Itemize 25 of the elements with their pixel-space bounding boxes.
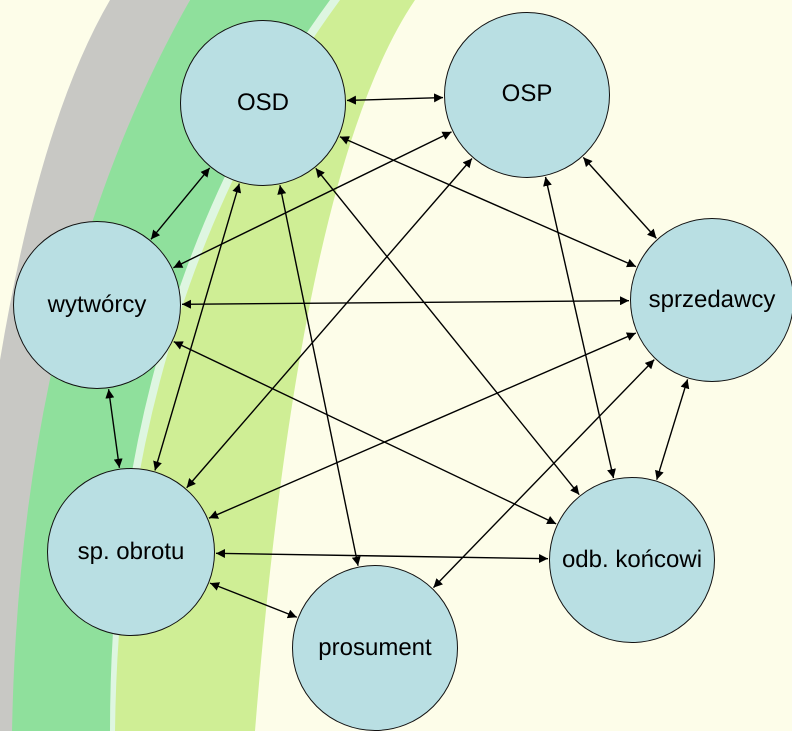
double-arrow (210, 582, 298, 618)
double-arrow (432, 359, 655, 588)
double-arrow (186, 158, 473, 488)
double-arrow (105, 389, 123, 468)
double-arrow (277, 185, 361, 566)
entity-label: sprzedawcy (648, 286, 776, 314)
entity-label: odb. końcowi (562, 546, 702, 574)
double-arrow (173, 340, 556, 524)
double-arrow (346, 93, 444, 105)
entity-label: OSD (236, 89, 289, 117)
double-arrow (655, 379, 690, 480)
entity-label: OSP (502, 80, 552, 108)
double-arrow (315, 168, 580, 496)
double-arrow (340, 136, 636, 268)
double-arrow (582, 156, 657, 239)
entity-label: wytwórcy (48, 291, 146, 319)
entity-label: prosument (318, 634, 432, 662)
double-arrow (150, 167, 210, 240)
double-arrow (216, 549, 548, 564)
entity-label: sp. obrotu (78, 538, 184, 566)
double-arrow (173, 131, 452, 268)
double-arrow (153, 183, 242, 471)
double-arrow (208, 332, 636, 519)
double-arrow (543, 176, 616, 478)
double-arrow (182, 296, 630, 309)
